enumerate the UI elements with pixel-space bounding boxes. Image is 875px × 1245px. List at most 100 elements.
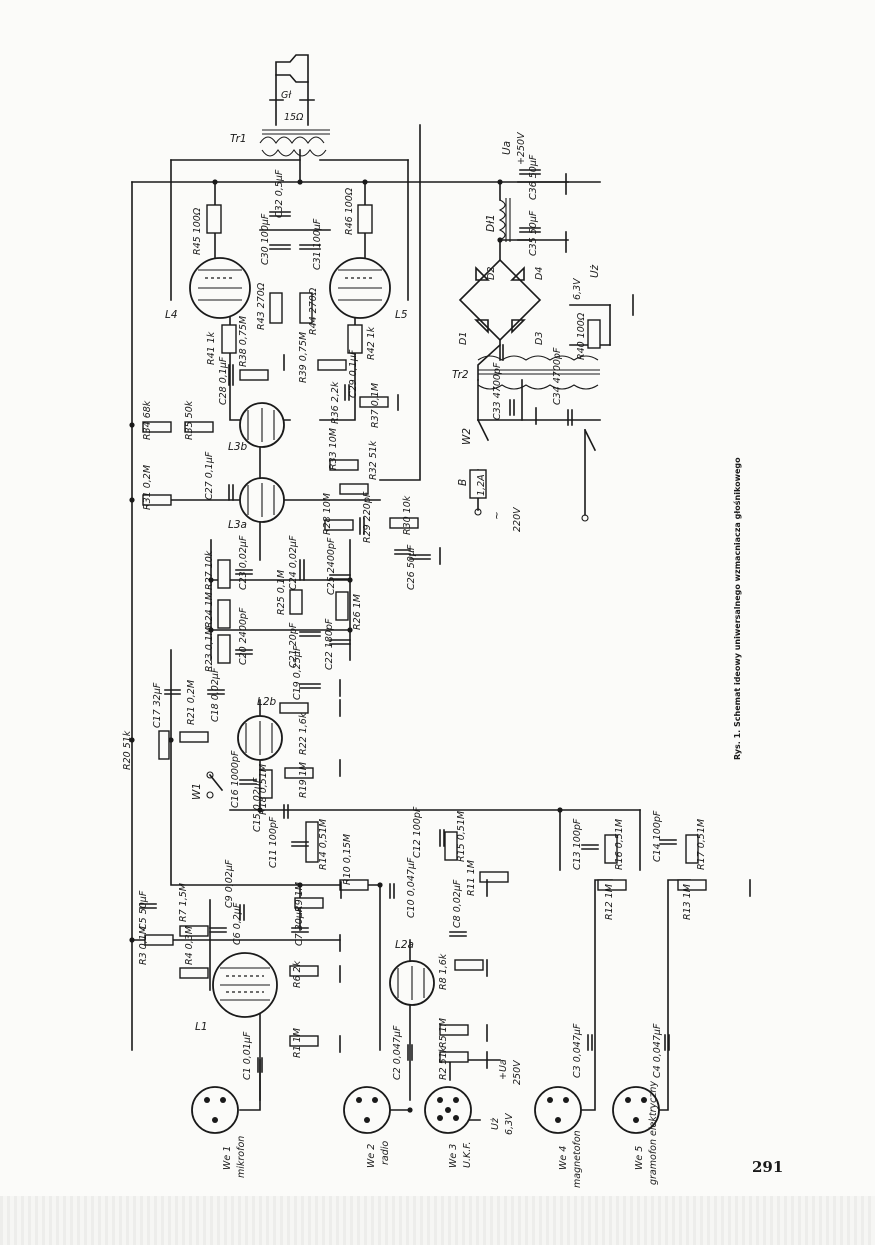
label-r3: R3 0,1M	[138, 926, 149, 965]
label-c21: C21 20pF	[288, 622, 299, 668]
label-r43: R43 270Ω	[256, 282, 267, 330]
we3-ua: +Ua	[498, 1059, 509, 1080]
capacitor-plates	[139, 169, 677, 1073]
label-r34: R34 68k	[142, 400, 153, 440]
label-c33: C33 4700pF	[492, 362, 503, 420]
label-c23: C23 0,02µF	[238, 535, 249, 590]
ua-voltage: +250V	[516, 131, 527, 165]
label-c32: C32 0,5µF	[274, 169, 285, 218]
label-c17: C17 32µF	[152, 682, 163, 728]
label-c15: C15 0,02µF	[252, 777, 263, 832]
label-r14: R14 0,51M	[318, 819, 329, 870]
label-r44: R44 270Ω	[308, 287, 319, 335]
label-r41: R41 1k	[206, 331, 217, 365]
we5-name: gramofon elektryczny	[648, 1081, 659, 1185]
label-c14: C14 100pF	[652, 810, 663, 862]
choke-dl1	[498, 198, 511, 242]
gl-label: Gł	[281, 90, 292, 101]
label-c24: C24 0,02µF	[288, 535, 299, 590]
label-r9: R9 1M	[294, 882, 305, 912]
input-jack-we4	[534, 1086, 582, 1134]
l4-label: L4	[165, 309, 178, 321]
label-c11: C11 100pF	[268, 816, 279, 868]
label-r5: R5 1M	[438, 1018, 449, 1048]
label-c19: C19 0,25µF	[292, 645, 303, 700]
label-c4: C4 0,047µF	[652, 1023, 663, 1078]
d4-label: D4	[534, 267, 545, 280]
ua-label: Ua	[501, 141, 513, 155]
label-r46: R46 100Ω	[344, 187, 355, 235]
label-c10: C10 0,047µF	[406, 857, 417, 918]
resistor-bodies	[142, 204, 707, 1063]
we2-id: We 2	[366, 1144, 377, 1168]
output-transformer-tr1: Tr1	[230, 129, 330, 183]
we3-name: U.K.F.	[462, 1142, 473, 1168]
we3-id: We 3	[448, 1144, 459, 1168]
speaker: Gł 15Ω	[269, 54, 315, 126]
label-r35: R35 50k	[184, 400, 195, 440]
label-r27: R27 10k	[204, 550, 215, 590]
figure-caption: Rys. 1. Schemat ideowy uniwersalnego wzm…	[732, 457, 742, 760]
d1-label: D1	[458, 332, 469, 345]
label-r19: R19 1M	[298, 762, 309, 798]
tube-l3a: L3a	[228, 477, 285, 531]
label-r24: R24 1M	[204, 592, 215, 628]
label-r15: R15 0,51M	[456, 811, 467, 862]
dl1-label: Dł1	[485, 214, 497, 232]
label-c6: C6 0,2µF	[232, 902, 243, 945]
label-r4: R4 0,3M	[184, 926, 195, 965]
label-c16: C16 1000pF	[230, 750, 241, 808]
label-r17: R17 0,51M	[696, 819, 707, 870]
tube-l2a: L2a	[389, 939, 435, 1006]
label-r16: R16 0,51M	[614, 819, 625, 870]
label-c30: C30 100µF	[260, 213, 271, 265]
we4-id: We 4	[558, 1146, 569, 1170]
label-c36: C36 50µF	[528, 154, 539, 200]
label-c2: C2 0,047µF	[392, 1025, 403, 1080]
label-c12: C12 100pF	[412, 806, 423, 858]
label-c18: C18 0,02µF	[210, 667, 221, 722]
l2b-label: L2b	[257, 696, 277, 708]
label-r28: R28 10M	[322, 493, 333, 535]
label-c1: C1 0,01µF	[242, 1031, 253, 1080]
scan-artifact-strip	[0, 1196, 875, 1245]
label-r22: R22 1,6k	[298, 712, 309, 755]
junction-dots	[129, 179, 563, 1113]
page-number: 291	[752, 1158, 783, 1176]
power-labels: Ua +250V C36 50µF C35 50µF Dł1 D2 D4 D1 …	[457, 131, 601, 532]
label-c34: C34 4700pF	[552, 347, 563, 405]
component-labels: R45 100Ω R46 100Ω C30 100µF C31 100µF C3…	[122, 169, 707, 1080]
label-c27: C27 0,1µF	[204, 451, 215, 500]
label-c31: C31 100µF	[312, 218, 323, 270]
label-c5: C5 50µF	[138, 890, 149, 930]
label-c8: C8 0,02µF	[452, 879, 463, 928]
label-c3: C3 0,047µF	[572, 1023, 583, 1078]
label-r33: R33 10M	[328, 428, 339, 470]
mains-input	[469, 418, 597, 522]
label-r10: R10 0,15M	[342, 834, 353, 885]
input-jack-we3	[424, 1086, 472, 1134]
we1-id: We 1	[222, 1146, 233, 1170]
label-r21: R21 0,2M	[186, 680, 197, 725]
label-c25: C25 2400pF	[326, 537, 337, 595]
l3b-label: L3b	[228, 441, 248, 453]
label-c26: C26 50µF	[406, 544, 417, 590]
input-labels: We 1 mikrofon We 2 radio We 3 U.K.F. +Ua…	[222, 1059, 659, 1188]
label-r31: R31 0,2M	[142, 465, 153, 510]
label-r6: R6 2k	[292, 960, 303, 988]
uz-label: Uż	[589, 264, 601, 278]
label-c20: C20 2400pF	[238, 607, 249, 665]
tube-l5: L5	[329, 257, 408, 321]
label-r38: R38 0,75M	[238, 316, 249, 367]
label-c9: C9 0,02µF	[224, 859, 235, 908]
label-r8: R8 1,6k	[438, 953, 449, 990]
d2-label: D2	[486, 267, 497, 280]
label-r39: R39 0,75M	[298, 332, 309, 383]
label-r7: R7 1,5M	[178, 883, 189, 922]
we4-name: magnetofon	[572, 1130, 583, 1188]
l5-label: L5	[395, 309, 408, 321]
label-w1: W1	[191, 783, 203, 800]
we2-name: radio	[380, 1141, 391, 1165]
